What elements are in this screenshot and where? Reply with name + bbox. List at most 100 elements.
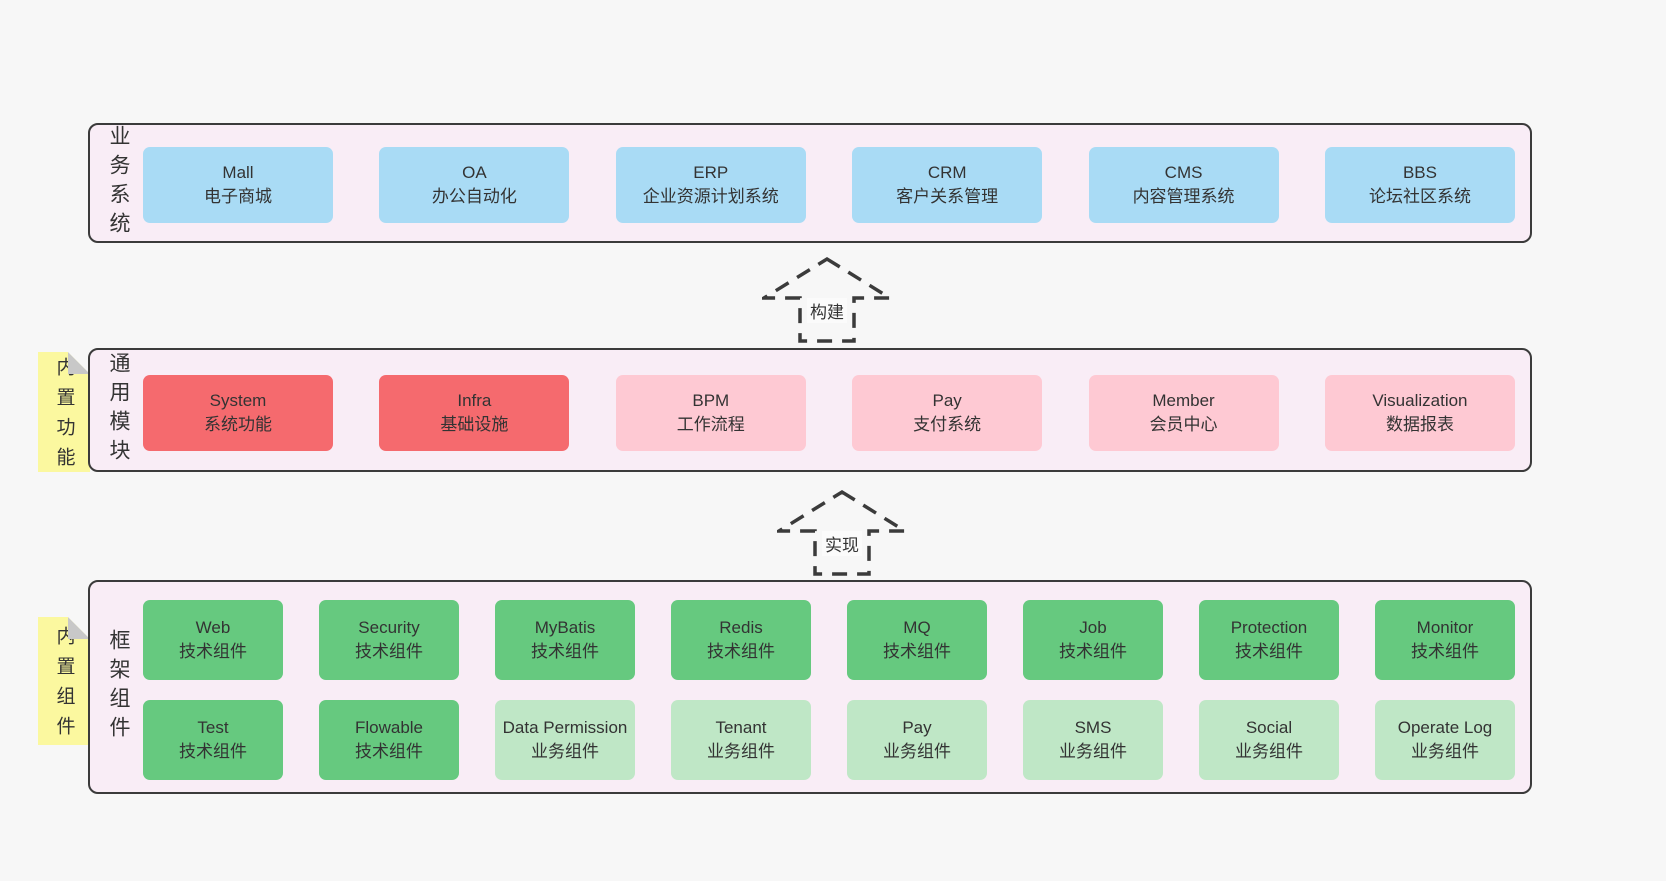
box-subtitle: 企业资源计划系统 (642, 187, 779, 206)
panel-business-systems: 业务系统 Mall 电子商城 OA 办公自动化 ERP 企业资源计划系统 CRM… (88, 123, 1532, 243)
modules-boxes-row: System 系统功能 Infra 基础设施 BPM 工作流程 Pay 支付系统… (143, 375, 1515, 451)
box-title: MyBatis (534, 618, 596, 637)
panel-label-framework-components: 框架组件 (107, 629, 130, 745)
box-title: Social (1245, 718, 1293, 737)
box-subtitle: 技术组件 (355, 642, 423, 661)
box-subtitle: 支付系统 (913, 415, 982, 434)
box-subtitle: 业务组件 (1411, 742, 1479, 761)
box-pay-module: Pay 支付系统 (852, 375, 1043, 451)
box-title: Security (358, 618, 420, 637)
box-subtitle: 技术组件 (883, 642, 951, 661)
box-subtitle: 技术组件 (1059, 642, 1127, 661)
up-arrow-icon (777, 489, 907, 576)
box-subtitle: 内容管理系统 (1132, 187, 1235, 206)
box-visualization: Visualization 数据报表 (1324, 375, 1515, 451)
box-title: SMS (1074, 718, 1112, 737)
box-infra: Infra 基础设施 (379, 375, 570, 451)
box-monitor: Monitor 技术组件 (1375, 600, 1515, 680)
folded-corner-icon (68, 617, 90, 639)
box-subtitle: 电子商城 (204, 187, 272, 206)
box-title: Mall (222, 163, 254, 182)
box-test: Test 技术组件 (143, 700, 283, 780)
box-data-permission: Data Permission 业务组件 (495, 700, 635, 780)
box-subtitle: 技术组件 (1411, 642, 1479, 661)
box-subtitle: 技术组件 (707, 642, 775, 661)
box-cms: CMS 内容管理系统 (1088, 147, 1279, 223)
box-mq: MQ 技术组件 (847, 600, 987, 680)
arrow-label: 构建 (807, 298, 847, 323)
box-subtitle: 业务组件 (1235, 742, 1303, 761)
box-title: BPM (692, 391, 730, 410)
box-subtitle: 技术组件 (531, 642, 599, 661)
arrow-implement: 实现 (777, 489, 907, 577)
box-title: Redis (719, 618, 763, 637)
box-title: BBS (1402, 163, 1437, 182)
box-job: Job 技术组件 (1023, 600, 1163, 680)
sticky-note-built-in-features: 内置功能 (38, 352, 90, 477)
box-social: Social 业务组件 (1199, 700, 1339, 780)
box-pay-component: Pay 业务组件 (847, 700, 987, 780)
box-subtitle: 工作流程 (676, 415, 745, 434)
box-title: Infra (457, 391, 492, 410)
box-title: Protection (1230, 618, 1308, 637)
box-title: Visualization (1372, 391, 1468, 410)
box-subtitle: 数据报表 (1385, 415, 1454, 434)
box-subtitle: 业务组件 (707, 742, 775, 761)
box-sms: SMS 业务组件 (1023, 700, 1163, 780)
sticky-note-built-in-components: 内置组件 (38, 617, 90, 746)
box-bpm: BPM 工作流程 (615, 375, 806, 451)
box-mybatis: MyBatis 技术组件 (495, 600, 635, 680)
up-arrow-icon (762, 256, 892, 343)
arrow-build: 构建 (762, 256, 892, 344)
box-subtitle: 技术组件 (179, 642, 247, 661)
box-system: System 系统功能 (143, 375, 333, 451)
box-subtitle: 业务组件 (883, 742, 951, 761)
box-flowable: Flowable 技术组件 (319, 700, 459, 780)
box-title: System (209, 391, 267, 410)
box-tenant: Tenant 业务组件 (671, 700, 811, 780)
box-title: Flowable (354, 718, 424, 737)
box-subtitle: 技术组件 (1235, 642, 1303, 661)
box-operate-log: Operate Log 业务组件 (1375, 700, 1515, 780)
box-subtitle: 系统功能 (204, 415, 272, 434)
box-member: Member 会员中心 (1088, 375, 1279, 451)
box-title: ERP (693, 163, 729, 182)
box-subtitle: 客户关系管理 (896, 187, 999, 206)
box-erp: ERP 企业资源计划系统 (615, 147, 806, 223)
box-title: Tenant (715, 718, 767, 737)
box-title: Data Permission (502, 718, 628, 737)
box-title: Pay (932, 391, 962, 410)
box-title: Pay (902, 718, 932, 737)
box-bbs: BBS 论坛社区系统 (1324, 147, 1515, 223)
box-mall: Mall 电子商城 (143, 147, 333, 223)
box-title: OA (462, 163, 487, 182)
box-subtitle: 基础设施 (440, 415, 509, 434)
box-title: CRM (927, 163, 967, 182)
box-title: Member (1152, 391, 1215, 410)
box-crm: CRM 客户关系管理 (852, 147, 1043, 223)
sticky-note-label: 内置功能 (53, 357, 75, 477)
box-redis: Redis 技术组件 (671, 600, 811, 680)
box-title: Monitor (1416, 618, 1474, 637)
box-title: Web (195, 618, 231, 637)
panel-label-business-systems: 业务系统 (107, 125, 130, 241)
box-subtitle: 技术组件 (179, 742, 247, 761)
box-subtitle: 会员中心 (1149, 415, 1218, 434)
folded-corner-icon (68, 352, 90, 374)
box-security: Security 技术组件 (319, 600, 459, 680)
box-title: MQ (903, 618, 931, 637)
box-title: Operate Log (1397, 718, 1493, 737)
box-subtitle: 论坛社区系统 (1368, 187, 1471, 206)
panel-common-modules: 通用模块 System 系统功能 Infra 基础设施 BPM 工作流程 Pay… (88, 348, 1532, 472)
box-oa: OA 办公自动化 (379, 147, 570, 223)
framework-row-2: Test 技术组件 Flowable 技术组件 Data Permission … (143, 700, 1515, 780)
business-boxes-row: Mall 电子商城 OA 办公自动化 ERP 企业资源计划系统 CRM 客户关系… (143, 147, 1515, 223)
sticky-note-label: 内置组件 (53, 626, 75, 746)
box-subtitle: 办公自动化 (431, 187, 517, 206)
box-protection: Protection 技术组件 (1199, 600, 1339, 680)
panel-framework-components: 框架组件 Web 技术组件 Security 技术组件 MyBatis 技术组件… (88, 580, 1532, 794)
box-subtitle: 业务组件 (531, 742, 599, 761)
box-subtitle: 技术组件 (355, 742, 423, 761)
box-subtitle: 业务组件 (1059, 742, 1127, 761)
